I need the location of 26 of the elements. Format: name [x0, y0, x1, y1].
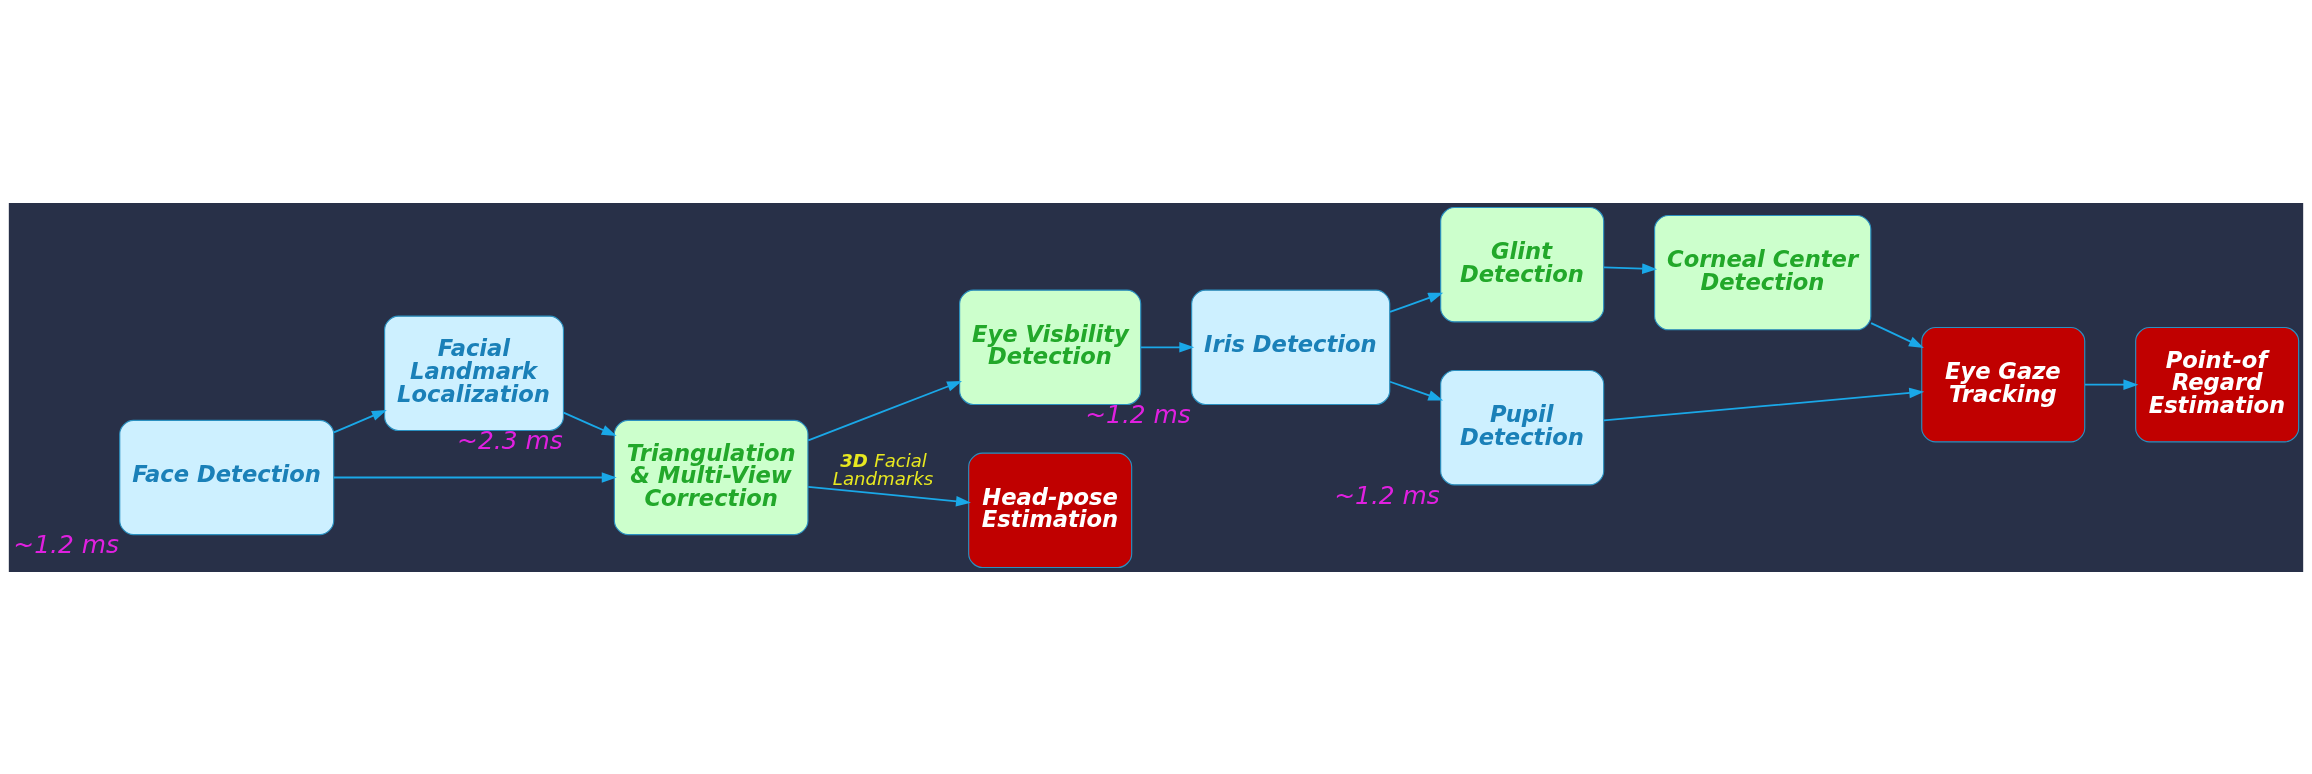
node-box: Face Detection — [119, 419, 335, 535]
node-box: Pupil Detection — [1440, 369, 1605, 485]
node-box: Point-of Regard Estimation — [2135, 326, 2300, 442]
arrow — [1140, 341, 1195, 353]
arrow — [1603, 387, 1925, 421]
arrow — [2084, 378, 2139, 390]
arrow — [1389, 292, 1444, 313]
arrow — [807, 380, 963, 441]
arrow — [333, 471, 617, 483]
arrow — [1870, 321, 1924, 348]
arrow — [562, 411, 617, 436]
node-box: Eye Gaze Tracking — [1921, 326, 2086, 442]
node-box: Corneal Center Detection — [1654, 214, 1872, 330]
arrow — [807, 485, 971, 506]
node-label: ~1.2 ms — [13, 529, 119, 559]
node-box: Eye Visbility Detection — [959, 289, 1142, 405]
node-label: ~1.2 ms — [1334, 480, 1440, 510]
arrow — [333, 409, 387, 433]
arrow — [1389, 380, 1444, 400]
edge-label: 3D Facial Landmarks — [832, 449, 934, 489]
arrow — [1603, 262, 1658, 274]
node-box: Iris Detection — [1191, 289, 1391, 405]
node-box: Head-pose Estimation — [968, 452, 1133, 568]
node-box: Triangulation & Multi-View Correction — [613, 419, 809, 535]
node-box: Glint Detection — [1440, 206, 1605, 322]
node-box: Facial Landmark Localization — [384, 315, 564, 431]
